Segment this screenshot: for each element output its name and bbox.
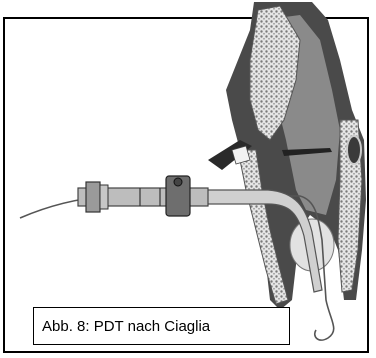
cartilage-ring: [347, 136, 361, 164]
figure-caption: Abb. 8: PDT nach Ciaglia: [42, 318, 210, 335]
figure-caption-box: Abb. 8: PDT nach Ciaglia: [33, 307, 290, 345]
